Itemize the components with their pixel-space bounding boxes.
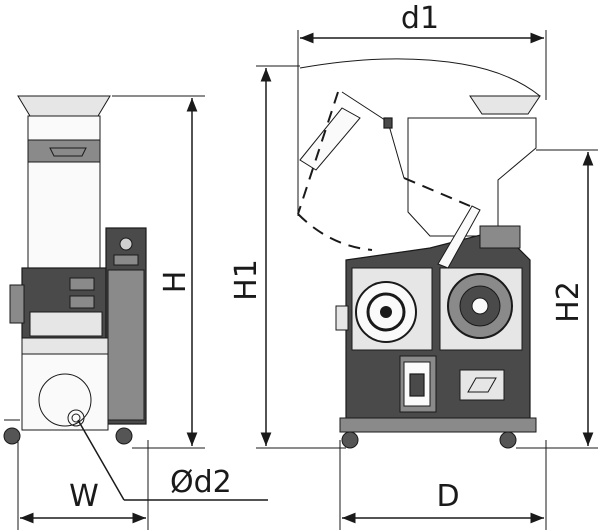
front-view-machine: [3, 95, 147, 445]
front-lower-frame: [21, 353, 109, 431]
dimension-W: W: [17, 440, 149, 530]
front-wheel-right: [115, 427, 133, 445]
front-hopper-window: [27, 139, 101, 163]
label-d2: Ød2: [170, 465, 232, 500]
label-W: W: [69, 479, 99, 514]
dimension-d2: Ød2: [77, 419, 268, 501]
front-wheel-left: [3, 427, 21, 445]
dimension-H1: H1: [229, 65, 346, 449]
side-view-machine: [297, 58, 541, 449]
front-control-knob: [119, 237, 133, 251]
dimension-H2: H2: [516, 149, 598, 449]
label-H1: H1: [229, 259, 264, 301]
front-hopper-tube: [27, 115, 101, 271]
dimension-D: D: [339, 440, 547, 530]
front-hopper-funnel: [17, 95, 111, 117]
dimension-H: H: [112, 95, 205, 449]
side-wheel-left: [341, 431, 359, 449]
label-d1: d1: [401, 1, 439, 36]
label-H2: H2: [551, 281, 586, 323]
side-vent: [459, 369, 505, 401]
dimension-d1: d1: [297, 1, 547, 216]
label-H: H: [158, 271, 193, 294]
side-wheel-right: [499, 431, 517, 449]
label-D: D: [436, 479, 459, 514]
